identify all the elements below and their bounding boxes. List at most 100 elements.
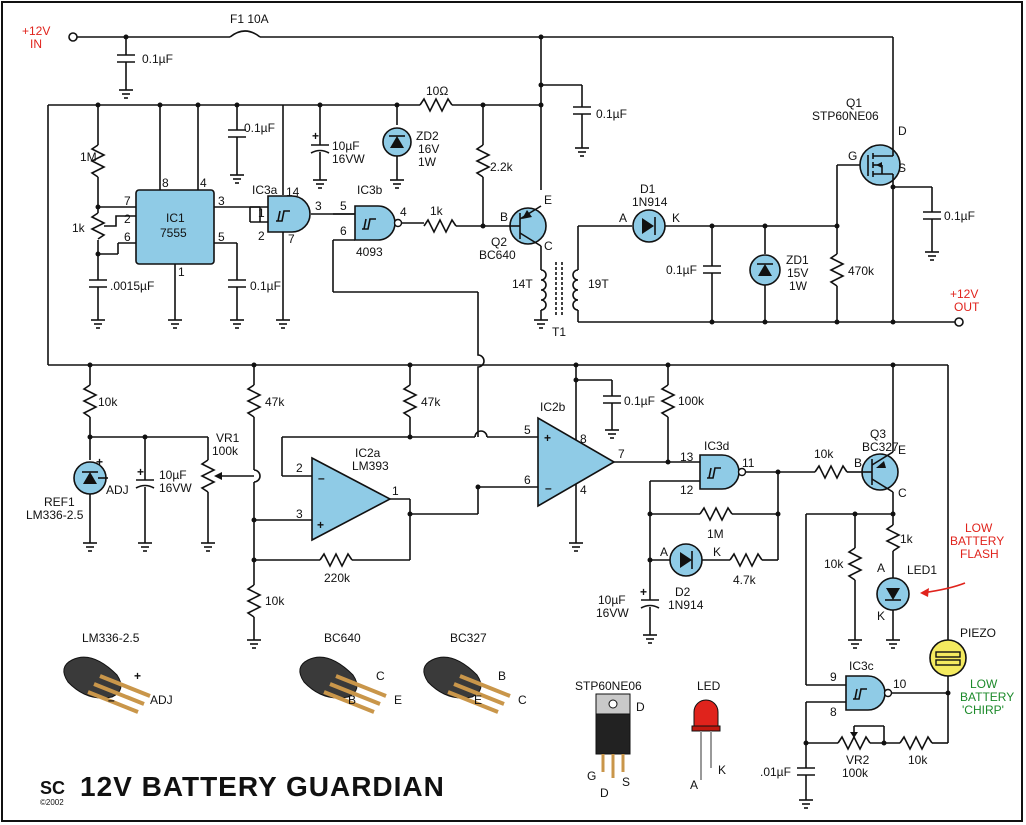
pin-8: 8 xyxy=(162,176,169,190)
q2-section xyxy=(475,105,547,270)
ic3d-name: IC3d xyxy=(704,439,729,453)
pin-2: 2 xyxy=(124,212,131,226)
c-d1-label: 0.1µF xyxy=(666,263,697,277)
ic2a-part: LM393 xyxy=(352,459,389,473)
pin-10: 10 xyxy=(893,677,907,691)
pin-1: 1 xyxy=(178,265,185,279)
r220k-label: 220k xyxy=(324,571,351,585)
pkg-stp-g: G xyxy=(587,769,596,783)
output-stage xyxy=(578,144,964,327)
t-14t: 14T xyxy=(512,277,533,291)
chirp-1: LOW xyxy=(970,677,998,691)
low-flash-2: BATTERY xyxy=(950,534,1004,548)
ic2a-name: IC2a xyxy=(355,446,381,460)
ic3a-label: IC3a xyxy=(252,183,278,197)
q2-b: B xyxy=(500,210,508,224)
chirp-3: 'CHIRP' xyxy=(962,703,1004,717)
vr2-name: VR2 xyxy=(846,753,870,767)
ic3d-section xyxy=(640,454,860,644)
fuse-label: F1 10A xyxy=(230,12,269,26)
in-label: IN xyxy=(30,37,42,51)
ic3b-part: 4093 xyxy=(356,245,383,259)
zd2-label-a: ZD2 xyxy=(416,129,439,143)
pkg-led-a: A xyxy=(690,778,698,792)
r470k-label: 470k xyxy=(848,264,875,278)
pkg-bc327-c: C xyxy=(518,693,527,707)
vr1-name: VR1 xyxy=(216,431,240,445)
supply-rail xyxy=(68,30,894,190)
ic2a-section xyxy=(246,362,538,649)
q3-c: C xyxy=(898,486,907,500)
c10-d2-plus: + xyxy=(640,585,647,599)
r10k-vr2-label: 10k xyxy=(908,753,928,767)
pin-4c: 4 xyxy=(580,483,587,497)
led1-name: LED1 xyxy=(907,563,937,577)
d1-name: D1 xyxy=(640,182,656,196)
c0015-label: .0015µF xyxy=(110,279,154,293)
pkg-stp xyxy=(595,693,631,778)
q1-s: S xyxy=(898,161,906,175)
pkg-bc327-e: E xyxy=(474,693,482,707)
ic2a-minus: – xyxy=(318,471,325,485)
c01-label: .01µF xyxy=(760,765,791,779)
q1-part: STP60NE06 xyxy=(812,109,879,123)
pkg-led xyxy=(691,699,721,780)
q2-name: Q2 xyxy=(491,235,507,249)
pin-11: 11 xyxy=(742,456,755,470)
r10k-ref-label: 10k xyxy=(98,395,118,409)
q1-name: Q1 xyxy=(846,96,862,110)
pin-3c: 3 xyxy=(296,507,303,521)
r47k-b-label: 47k xyxy=(421,395,441,409)
ic2b-minus: – xyxy=(545,481,552,495)
q2-e: E xyxy=(544,193,552,207)
ic3c-name: IC3c xyxy=(849,659,874,673)
d2-part: 1N914 xyxy=(668,598,704,612)
pin-5b: 5 xyxy=(340,199,347,213)
q3-name: Q3 xyxy=(870,427,886,441)
c-ic1-label: 0.1µF xyxy=(250,279,281,293)
t1-label: T1 xyxy=(552,325,566,339)
d2-name: D2 xyxy=(675,585,691,599)
logo-year: ©2002 xyxy=(40,798,64,807)
pin-4: 4 xyxy=(200,176,207,190)
pkg-stp-s: S xyxy=(622,775,630,789)
out-label: OUT xyxy=(954,300,980,314)
r10ohm-label: 10Ω xyxy=(426,84,448,98)
d1-part: 1N914 xyxy=(632,195,668,209)
pin-5c: 5 xyxy=(524,423,531,437)
c10-ref-a: 10µF xyxy=(159,468,187,482)
pkg-bc640-b: B xyxy=(348,693,356,707)
pin-6b: 6 xyxy=(340,224,347,238)
pkg-bc640-label: BC640 xyxy=(324,631,361,645)
d1-k: K xyxy=(672,211,680,225)
transformer-t1 xyxy=(534,226,893,329)
pkg-bc327-label: BC327 xyxy=(450,631,487,645)
ic2b-plus: + xyxy=(544,431,551,445)
pkg-lm336-minus: – xyxy=(108,693,115,707)
pkg-bc640-c: C xyxy=(376,669,385,683)
zd1-name: ZD1 xyxy=(786,253,809,267)
c-q1-label: 0.1µF xyxy=(944,209,975,223)
q1-d: D xyxy=(898,124,907,138)
logo-mark: SC xyxy=(40,778,65,798)
r1m-label: 1M xyxy=(80,150,97,164)
ref1-name: REF1 xyxy=(44,495,75,509)
r10k-q3-label: 10k xyxy=(814,447,834,461)
ref-adj: ADJ xyxy=(106,483,129,497)
pkg-stp-d: D xyxy=(600,786,609,800)
pkg-stp-d-top: D xyxy=(636,700,645,714)
piezo-label: PIEZO xyxy=(960,626,996,640)
pkg-bc640-e: E xyxy=(394,693,402,707)
pkg-lm336-label: LM336-2.5 xyxy=(82,631,140,645)
ic2b-section xyxy=(537,362,700,552)
q3-part: BC327 xyxy=(862,440,899,454)
pin-7c: 7 xyxy=(618,447,625,461)
ref-plus: + xyxy=(96,455,103,469)
q2-part: BC640 xyxy=(479,248,516,262)
pin-7: 7 xyxy=(124,194,131,208)
pkg-bc327 xyxy=(423,656,511,714)
chirp-2: BATTERY xyxy=(960,690,1014,704)
r1m-b-label: 1M xyxy=(707,527,724,541)
zd2-label-b: 16V xyxy=(418,142,439,156)
